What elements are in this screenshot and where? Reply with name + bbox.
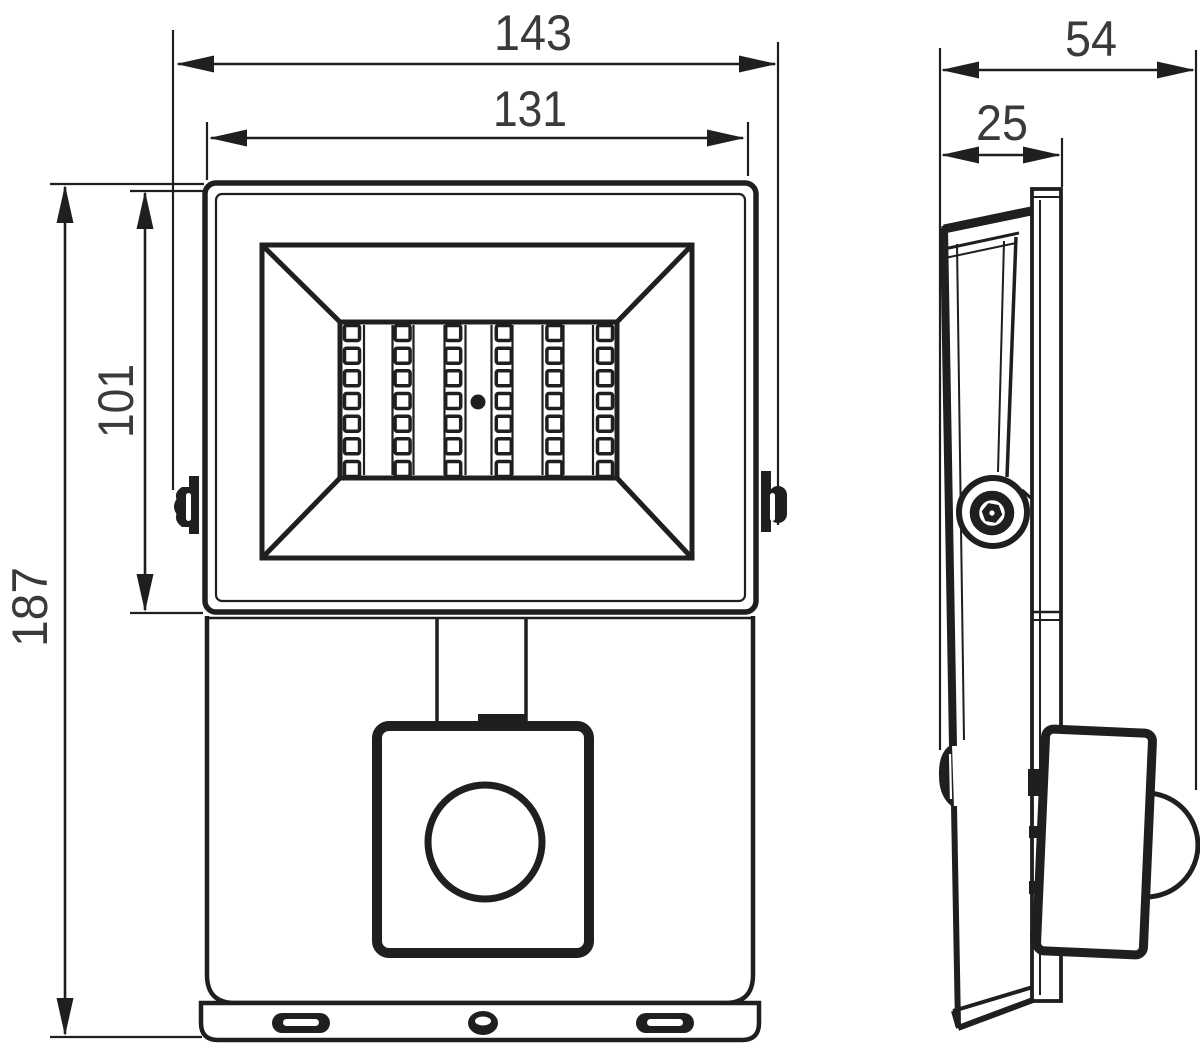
led-chip	[443, 323, 463, 343]
led-chip	[494, 459, 514, 479]
led-chip	[443, 414, 463, 433]
dim-front-overall-width	[176, 55, 777, 73]
led-chip	[494, 414, 514, 433]
led-chip	[494, 391, 514, 411]
dim-front-lens-width	[209, 129, 745, 147]
led-chip	[494, 437, 514, 456]
led-chip	[393, 414, 412, 433]
led-chip	[342, 459, 362, 479]
pir-sensor-box-front	[372, 721, 594, 958]
led-chip	[342, 346, 362, 365]
led-panel-frame	[337, 319, 620, 481]
panel-center-dot	[470, 394, 486, 410]
bracket-knob-right	[761, 471, 787, 532]
led-chip	[595, 391, 615, 411]
led-chip	[342, 391, 362, 411]
led-chip	[545, 369, 564, 388]
led-chip	[595, 346, 615, 365]
led-chip	[393, 391, 412, 411]
sensor-stem	[435, 619, 528, 727]
led-chip	[342, 414, 362, 433]
reflector-bevel	[259, 242, 695, 561]
led-chip	[342, 323, 362, 343]
led-chip	[443, 369, 463, 388]
led-chip	[494, 323, 514, 343]
led-chip	[443, 459, 463, 479]
led-chip	[545, 437, 564, 456]
led-chip	[443, 346, 463, 365]
mounting-slots	[272, 1011, 694, 1035]
dim-front-head-height	[136, 191, 154, 612]
led-chip	[545, 323, 564, 343]
side-head-front-edge	[940, 227, 957, 747]
led-chip	[595, 369, 615, 388]
led-chip	[393, 346, 412, 365]
led-chip	[393, 369, 412, 388]
label-side-mounting-plate-depth: 25	[976, 95, 1028, 151]
led-chip	[393, 437, 412, 456]
bracket-knob-left	[174, 476, 199, 534]
led-chip	[595, 437, 615, 456]
pir-sensor-box-side	[1032, 724, 1157, 960]
pir-lens-circle	[424, 781, 546, 903]
front-head-inner	[214, 192, 747, 603]
front-view	[174, 180, 787, 1043]
label-side-overall-depth: 54	[1065, 11, 1117, 67]
extension-lines	[50, 30, 1198, 1039]
led-chip	[595, 323, 615, 343]
dim-front-overall-height	[56, 185, 74, 1036]
led-chip	[545, 391, 564, 411]
led-chip	[494, 346, 514, 365]
pir-dome-lens-side	[1145, 790, 1200, 900]
led-chip	[545, 346, 564, 365]
dim-side-overall-depth	[941, 61, 1195, 79]
side-head-profile	[938, 206, 1035, 1031]
label-front-head-height: 101	[88, 364, 144, 438]
led-chip	[443, 391, 463, 411]
led-chip	[545, 414, 564, 433]
led-grid-squares	[342, 323, 615, 479]
dimension-lines	[56, 55, 1195, 1036]
pivot-screw	[969, 490, 1015, 536]
led-chip	[595, 414, 615, 433]
led-chip	[494, 369, 514, 388]
led-chip	[342, 437, 362, 456]
led-chip	[443, 437, 463, 456]
side-view	[938, 187, 1200, 1031]
dim-side-mounting-plate-depth	[941, 146, 1061, 164]
led-chip	[393, 459, 412, 479]
label-front-overall-height: 187	[2, 567, 58, 647]
led-chip	[545, 459, 564, 479]
led-chip	[342, 369, 362, 388]
led-chip	[595, 459, 615, 479]
dimension-labels: 143 131 54 25 187 101	[2, 5, 1117, 647]
label-front-overall-width: 143	[494, 5, 572, 61]
led-chip	[393, 323, 412, 343]
label-front-lens-width: 131	[493, 81, 567, 137]
